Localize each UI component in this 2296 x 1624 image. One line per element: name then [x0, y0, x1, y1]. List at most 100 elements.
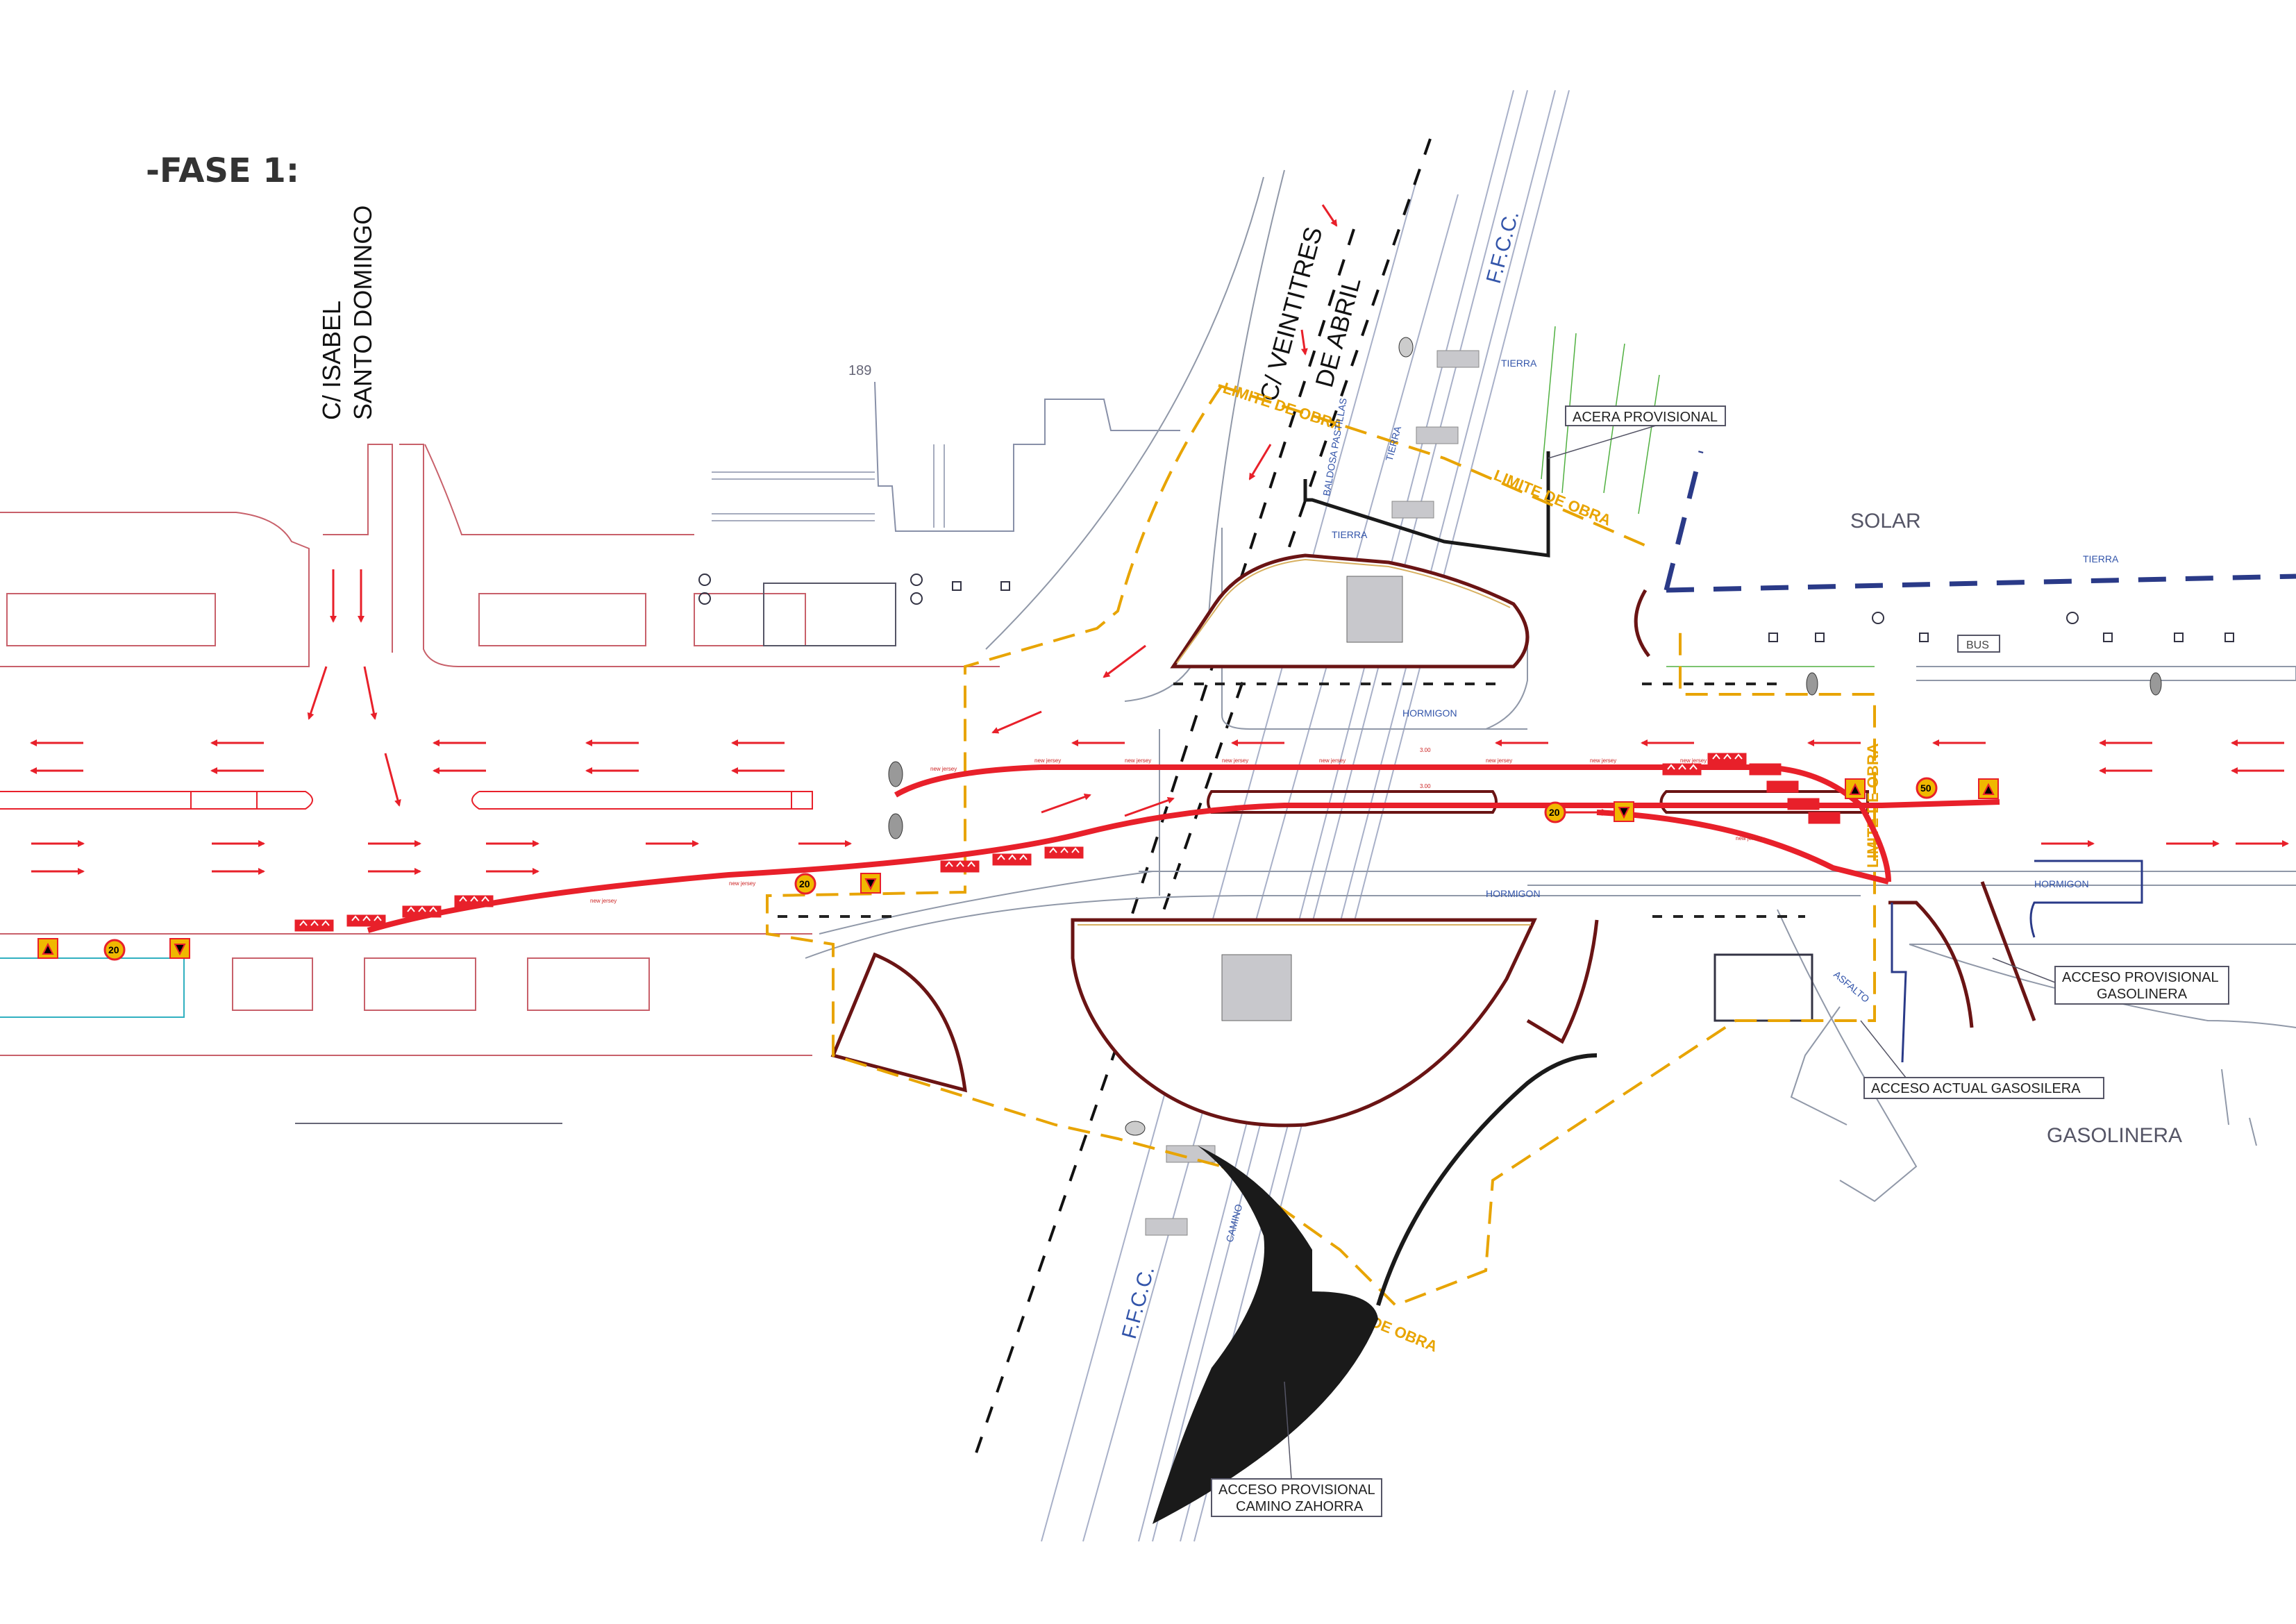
vegetation-lines: [1541, 326, 1875, 667]
area-label-gasolinera: GASOLINERA: [2047, 1124, 2182, 1147]
island-southwest: [830, 952, 967, 1093]
street-edge-isabel-west: [323, 444, 393, 653]
callout-acceso-actual-text: ACCESO ACTUAL GASOSILERA: [1871, 1081, 2081, 1096]
callout-acceso-provisional-gasolinera: ACCESO PROVISIONAL GASOLINERA: [1992, 957, 2229, 1005]
railway-label-north: F.F.C.C.: [1482, 208, 1523, 286]
callout-acceso-gasolinera-line1: ACCESO PROVISIONAL: [2062, 970, 2219, 985]
barrier-label-2: new jersey: [1034, 757, 1061, 764]
traffic-arrows-isabel: [307, 569, 401, 807]
bus-stop-label: BUS: [1966, 639, 1989, 651]
barrier-label-4: new jersey: [1222, 757, 1248, 764]
barrier-label-3: new jersey: [1125, 757, 1151, 764]
work-limit-boundary: [766, 384, 1876, 1307]
area-label-solar: SOLAR: [1850, 510, 1921, 533]
building-footprint-1: [6, 593, 216, 646]
curve-solar: [1634, 589, 1650, 658]
cyan-plot: [0, 957, 185, 1018]
barrier-label-10: new jersey: [729, 880, 755, 887]
barrier-label-11: new jersey: [1736, 835, 1762, 842]
building-footprint-2: [478, 593, 646, 646]
island-structures: [1221, 576, 1403, 1021]
building-block-west: [0, 512, 310, 667]
warning-sign-6: [1978, 778, 1999, 799]
traffic-lights: [888, 337, 2162, 1136]
street-edge-isabel-east: [399, 444, 1000, 667]
speed-limit-sign-1: 20: [103, 939, 126, 961]
street-label-isabel-line2: SANTO DOMINGO: [349, 206, 377, 420]
stop-lines: [778, 683, 1805, 918]
provisional-fence: [1664, 451, 2296, 593]
island-southeast: [1526, 919, 1599, 1044]
callout-acceso-gasolinera-line2: GASOLINERA: [2097, 987, 2188, 1002]
surface-label-asfalto: ASFALTO: [1832, 969, 1872, 1005]
chevron-stripes: [299, 753, 1743, 926]
building-outlines: [0, 381, 1180, 1056]
surface-label-hormigon-2: HORMIGON: [1486, 888, 1541, 899]
svg-text:20: 20: [108, 944, 119, 955]
building-footprint-3: [694, 593, 806, 646]
main-road-medians: [0, 791, 813, 810]
building-block-south-1: [232, 957, 313, 1011]
traffic-arrows-veintitres: [1103, 204, 1338, 678]
surface-label-tierra-1: TIERRA: [1501, 358, 1537, 369]
dimension-label-2: 3.00: [1420, 783, 1431, 789]
street-label-isabel: C/ ISABEL SANTO DOMINGO: [317, 206, 377, 420]
work-limit-label-2: LIMITE DE OBRA: [1491, 466, 1614, 529]
island-edges-light: [1078, 558, 1531, 926]
svg-text:20: 20: [799, 878, 810, 889]
islands: [830, 553, 2036, 1128]
surface-label-tierra-4: TIERRA: [2083, 553, 2119, 564]
island-south: [1071, 918, 1537, 1128]
traffic-signs: 20 20 20 50: [37, 777, 1999, 961]
callout-acera-provisional: ACERA PROVISIONAL: [1548, 405, 1726, 459]
plot-number: 189: [848, 363, 871, 378]
diversion-main-westbound: [894, 764, 1891, 882]
island-east-median-2: [1659, 790, 1869, 814]
diversion-main-eastbound: [367, 799, 2000, 933]
chevron-barriers: [294, 753, 1841, 932]
warning-sign-5: [1845, 778, 1866, 799]
plot-189-outline: [874, 381, 1180, 532]
barrier-label-6: new jersey: [1486, 757, 1512, 764]
hormigon-plaza-outline: [1221, 528, 1528, 730]
provisional-fence-gasolinera: [1891, 860, 2143, 1063]
barrier-label-8: new jersey: [1680, 757, 1707, 764]
building-block-south-2: [364, 957, 476, 1011]
bus-stop: BUS: [1957, 635, 2000, 653]
building-block-south-3: [527, 957, 650, 1011]
surface-label-hormigon-3: HORMIGON: [2034, 878, 2089, 889]
barrier-label-5: new jersey: [1319, 757, 1346, 764]
warning-sign-2: [169, 938, 190, 959]
barrier-label-7: new jersey: [1590, 757, 1616, 764]
railway-label-south: F.F.C.C.: [1118, 1264, 1159, 1341]
traffic-arrows-eastbound: [31, 793, 2289, 875]
temporary-access-camino: [1153, 1053, 1598, 1524]
gray-plot-outline: [763, 583, 896, 646]
island-east-median-1: [1207, 790, 1498, 814]
callout-acceso-camino-line2: CAMINO ZAHORRA: [1236, 1499, 1364, 1514]
callout-acera-provisional-text: ACERA PROVISIONAL: [1573, 410, 1718, 425]
gasolinera-access-curve-2: [1980, 881, 2036, 1021]
barrier-label-9: new jersey: [590, 898, 617, 904]
callout-acceso-provisional-camino: ACCESO PROVISIONAL CAMINO ZAHORRA: [1211, 1381, 1382, 1517]
diversion-routes: [367, 764, 2000, 933]
speed-limit-sign-3: 20: [1544, 801, 1566, 823]
railway-tracks: [1041, 90, 1570, 1542]
speed-limit-sign-4: 50: [1916, 777, 1938, 799]
road-curbs: [805, 169, 2296, 1203]
street-furniture: [698, 574, 2234, 642]
barrier-labels: new jersey new jersey new jersey new jer…: [590, 757, 1762, 904]
surface-label-hormigon-1: HORMIGON: [1402, 708, 1457, 719]
callout-acceso-actual-gasolinera: ACCESO ACTUAL GASOSILERA: [1860, 1020, 2104, 1099]
callout-acceso-camino-line1: ACCESO PROVISIONAL: [1218, 1482, 1375, 1498]
parking-hatch: [712, 444, 945, 528]
warning-sign-3: [860, 873, 881, 894]
warning-sign-4: [1614, 801, 1634, 822]
surface-label-tierra-3: TIERRA: [1332, 529, 1368, 540]
speed-limit-sign-2: 20: [794, 873, 816, 895]
railway-centerline: [971, 138, 1432, 1466]
phase-title: -FASE 1:: [146, 151, 299, 190]
gasolinera-structures: [1713, 953, 1813, 1022]
building-block-north: [424, 444, 694, 535]
